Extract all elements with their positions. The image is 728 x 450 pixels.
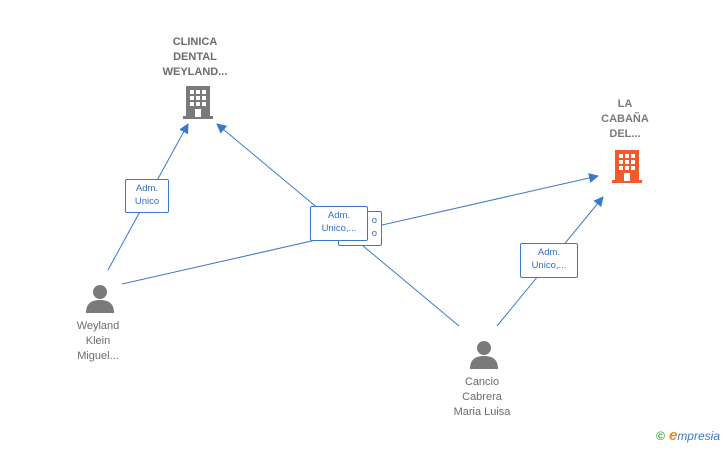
company-label-line: DEL... <box>609 128 641 140</box>
person-label-line: Klein <box>85 335 111 347</box>
company-label-line: CLINICA <box>172 36 218 48</box>
person-label-line: Maria Luisa <box>453 406 511 418</box>
company-label-line: WEYLAND... <box>162 66 228 78</box>
company-label-cabana[interactable]: LA CABAÑA DEL... <box>590 97 660 142</box>
company-label-clinica[interactable]: CLINICA DENTAL WEYLAND... <box>150 35 240 80</box>
person-label-line: Weyland <box>76 320 120 332</box>
person-label-line: Miguel... <box>77 350 119 362</box>
person-label-cancio[interactable]: Cancio Cabrera Maria Luisa <box>432 375 532 420</box>
person-label-line: Cabrera <box>462 391 502 403</box>
empresia-logo: ©empresia <box>656 427 720 444</box>
brand-initial: e <box>668 427 678 444</box>
person-label-weyland[interactable]: Weyland Klein Miguel... <box>55 319 141 364</box>
relation-label[interactable]: Adm. Unico,... <box>310 206 368 241</box>
person-icon[interactable] <box>85 283 115 313</box>
company-label-line: LA <box>617 98 633 110</box>
building-icon[interactable] <box>611 148 643 184</box>
copyright-symbol: © <box>656 429 665 443</box>
company-label-line: CABAÑA <box>601 113 649 125</box>
brand-name: mpresia <box>677 429 720 443</box>
relation-label[interactable]: Adm. Unico <box>125 179 169 213</box>
building-icon[interactable] <box>182 84 214 120</box>
company-label-line: DENTAL <box>173 51 217 63</box>
person-icon[interactable] <box>469 339 499 369</box>
person-label-line: Cancio <box>464 376 500 388</box>
relation-label[interactable]: Adm. Unico,... <box>520 243 578 278</box>
